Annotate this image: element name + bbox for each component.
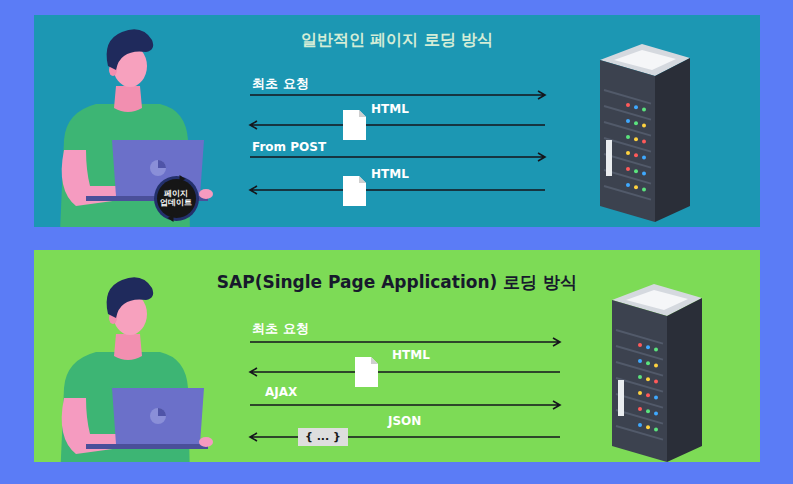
user-figure (60, 277, 213, 462)
server-rack (600, 44, 690, 222)
message-arrows (250, 338, 560, 441)
message-label: HTML (371, 167, 409, 181)
server-rack (612, 284, 702, 462)
json-chip: { ... } (298, 428, 348, 446)
update-badge: 페이지 업데이트 (153, 175, 200, 222)
loading-panel: 일반적인 페이지 로딩 방식페이지 업데이트 (34, 15, 760, 227)
panel-title: 일반적인 페이지 로딩 방식 (34, 15, 760, 49)
user-figure (60, 29, 213, 227)
message-label: 최초 요청 (252, 76, 309, 92)
payload-text: { ... } (305, 430, 341, 443)
document-icon (343, 110, 366, 140)
panel-title: SAP(Single Page Application) 로딩 방식 (34, 250, 760, 292)
document-icon (343, 176, 366, 206)
message-label: JSON (388, 414, 421, 428)
message-label: From POST (252, 140, 326, 154)
message-label: 최초 요청 (252, 321, 309, 337)
message-label: HTML (371, 102, 409, 116)
document-icon (355, 357, 378, 387)
message-label: HTML (392, 348, 430, 362)
message-label: AJAX (265, 385, 297, 399)
badge-text: 페이지 업데이트 (160, 189, 192, 207)
message-arrows (250, 91, 545, 194)
